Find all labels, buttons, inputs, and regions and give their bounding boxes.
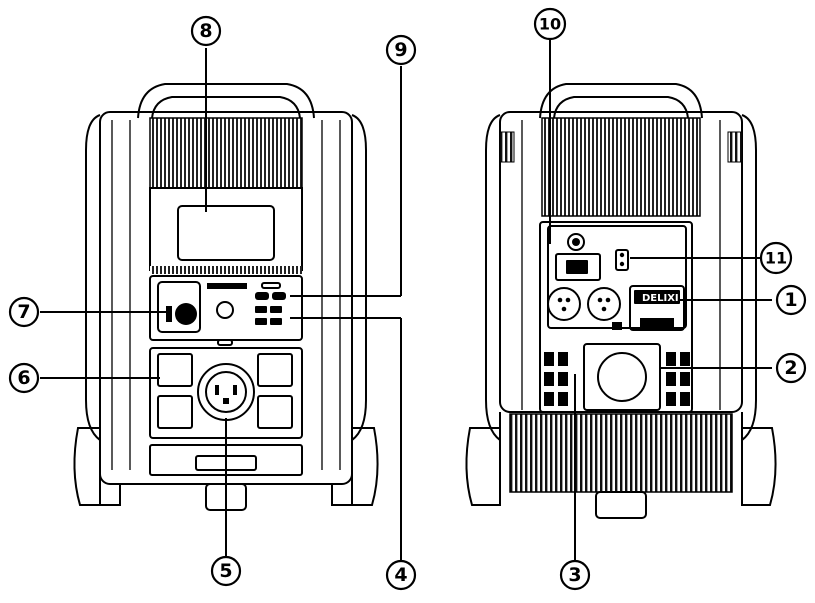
callout-3: 3 <box>559 559 591 591</box>
callout-4: 4 <box>385 559 417 591</box>
callout-4-label: 4 <box>394 564 407 586</box>
callout-1: 1 <box>775 284 807 316</box>
callout-5: 5 <box>210 555 242 587</box>
callout-5-label: 5 <box>219 560 232 582</box>
callout-11: 11 <box>759 241 793 275</box>
callout-6-label: 6 <box>17 367 30 389</box>
callout-10: 10 <box>533 7 567 41</box>
callout-9-label: 9 <box>394 39 407 61</box>
callout-3-label: 3 <box>568 564 581 586</box>
rear-view: DELIXI <box>465 83 777 519</box>
callout-9: 9 <box>385 34 417 66</box>
callout-11-label: 11 <box>765 249 787 268</box>
callout-1-label: 1 <box>784 289 797 311</box>
callout-8-label: 8 <box>199 20 212 42</box>
callout-2: 2 <box>775 352 807 384</box>
brand-label: DELIXI <box>642 293 679 304</box>
callout-2-label: 2 <box>784 357 797 379</box>
callout-8: 8 <box>190 15 222 47</box>
callout-7-label: 7 <box>17 301 30 323</box>
callout-10-label: 10 <box>539 15 561 34</box>
callout-6: 6 <box>8 362 40 394</box>
callout-7: 7 <box>8 296 40 328</box>
callout-leaders <box>40 40 772 560</box>
